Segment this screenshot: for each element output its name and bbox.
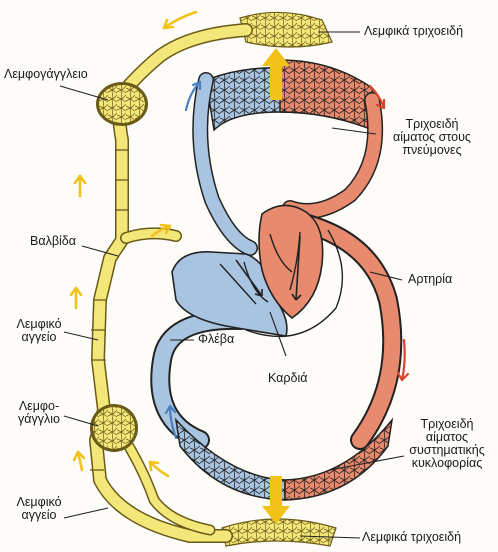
lymph-node-top [96,82,148,126]
label-lymph-node-bottom-line2: γάγγλιο [12,413,66,426]
label-heart: Καρδιά [268,372,307,385]
label-lung-capillaries: Τριχοειδή αίματος στους πνεύμονες [378,118,486,157]
heart [172,205,342,336]
label-vein: Φλέβα [198,333,234,346]
label-lymph-vessel-top-line2: αγγείο [12,331,66,344]
top-lymph-capillaries [240,12,332,47]
label-artery: Αρτηρία [408,273,452,286]
label-lymph-vessel-bottom-line2: αγγείο [12,509,66,522]
label-lymph-node-bottom: Λεμφο- γάγγλιο [12,400,66,426]
label-lymph-capillaries-bottom: Λεμφικά τριχοειδή [362,531,461,544]
label-lymph-vessel-top: Λεμφικό αγγείο [12,318,66,344]
bottom-lymph-capillaries [222,519,336,546]
label-systemic-capillaries-line4: κυκλοφορίας [402,457,492,470]
label-lymph-vessel-bottom: Λεμφικό αγγείο [12,496,66,522]
lymph-node-bottom [90,404,138,452]
label-systemic-capillaries: Τριχοειδή αίματος συστηματικής κυκλοφορί… [402,418,492,470]
label-lymph-capillaries-top: Λεμφικά τριχοειδή [364,25,463,38]
label-valve: Βαλβίδα [30,235,76,248]
pulmonary-capillary-bed [206,60,378,132]
label-lymph-node-top: Λεμφογάγγλειο [4,68,88,81]
label-lung-capillaries-line3: πνεύμονες [378,144,486,157]
